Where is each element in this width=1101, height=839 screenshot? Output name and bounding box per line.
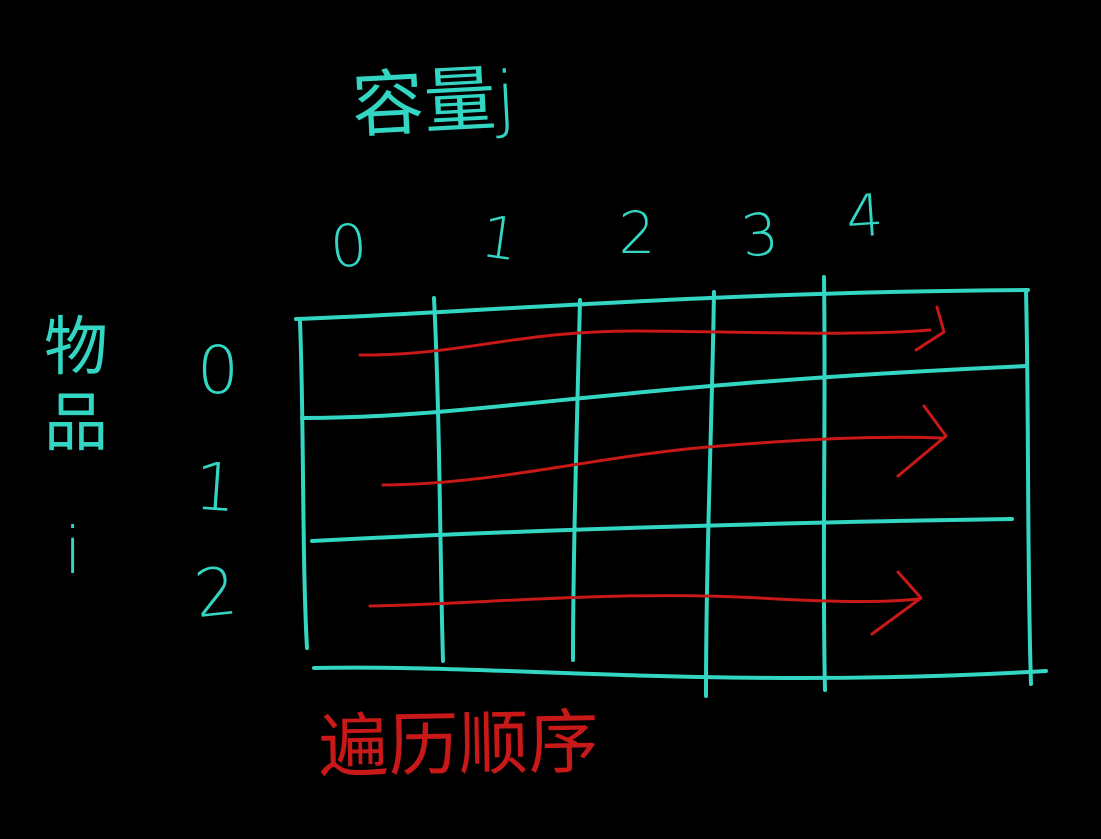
items-title-char-3: i — [64, 515, 82, 589]
grid-line-col-0-1 — [432, 296, 445, 663]
arrow-shaft-row-1 — [381, 435, 944, 487]
column-index-2: 2 — [619, 199, 656, 267]
grid-line-row-0-1 — [300, 364, 1029, 420]
arrow-head-row-1 — [896, 404, 948, 478]
grid-horizontal-lines — [294, 288, 1048, 681]
traversal-order-caption: 遍历顺序 — [317, 701, 600, 788]
grid-line-col-2-3 — [704, 290, 716, 698]
row-index-2: 2 — [191, 552, 241, 633]
capacity-axis-title: 容量j — [349, 55, 518, 148]
grid-line-col-1-2 — [571, 298, 582, 662]
arrow-head-row-0 — [914, 305, 946, 352]
items-title-char-1: 物 — [44, 311, 108, 385]
arrow-head-row-2 — [870, 570, 923, 636]
column-index-0: 0 — [328, 211, 370, 281]
traversal-arrow-row-2 — [368, 570, 923, 636]
column-index-3: 3 — [738, 199, 782, 270]
row-index-1: 1 — [192, 448, 239, 528]
traversal-arrows — [358, 305, 948, 636]
traversal-arrow-row-1 — [381, 404, 948, 487]
items-title-char-2: 品 — [44, 387, 108, 461]
traversal-arrow-row-0 — [358, 305, 946, 357]
grid-line-col-3-4 — [821, 275, 827, 692]
grid-line-left — [298, 320, 309, 650]
column-index-1: 1 — [477, 202, 523, 274]
column-index-4: 4 — [844, 181, 886, 251]
grid-vertical-lines — [298, 275, 1033, 698]
grid-line-row-1-2 — [310, 517, 1014, 543]
row-index-labels: 0 1 2 — [191, 332, 241, 633]
grid-line-bottom — [312, 665, 1048, 681]
grid-line-right — [1024, 288, 1033, 686]
arrow-shaft-row-0 — [358, 328, 932, 357]
arrow-shaft-row-2 — [368, 594, 920, 608]
grid-line-top — [294, 288, 1030, 321]
row-index-0: 0 — [197, 332, 239, 409]
